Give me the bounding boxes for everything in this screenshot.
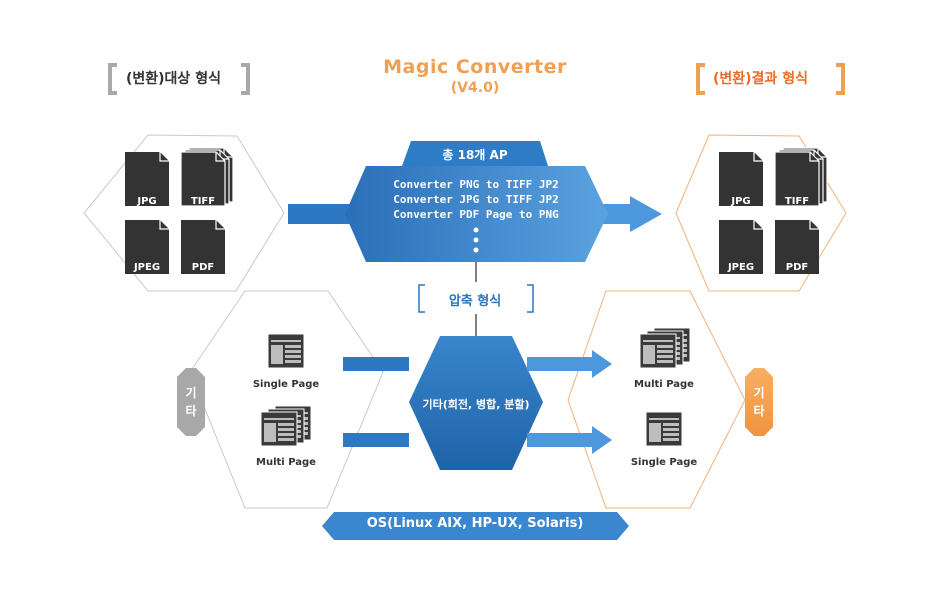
file-label: JPG — [137, 196, 157, 207]
file-icon — [719, 220, 763, 274]
ap-count-label: 총 18개 AP — [442, 148, 508, 162]
file-sublabel: (Multi) — [193, 207, 213, 214]
file-label: JPEG — [133, 262, 161, 273]
left-arrow-top — [343, 357, 409, 371]
left-other-tab-label: 기타 — [185, 386, 197, 418]
os-label: OS(Linux AIX, HP-UX, Solaris) — [366, 516, 584, 531]
ellipsis-dot — [473, 247, 479, 253]
result-bracket-right — [836, 63, 845, 95]
file-label: PDF — [785, 262, 809, 273]
converter-line-1: Converter PNG to TIFF JP2 — [393, 178, 559, 191]
other-right-hexagon — [567, 290, 746, 509]
file-icon — [181, 220, 225, 274]
right-other-tab-label: 기타 — [753, 386, 765, 418]
page-icons — [260, 327, 691, 447]
app-title: Magic Converter — [383, 56, 567, 78]
multi-page-icon — [639, 327, 691, 369]
source-hexagon — [83, 134, 285, 292]
file-label: TIFF — [190, 196, 216, 207]
source-bracket-left — [108, 63, 117, 95]
input-arrow — [288, 204, 358, 224]
file-label: JPEG — [727, 262, 755, 273]
left-arrow-bottom — [343, 433, 409, 447]
right-arrow-top — [527, 350, 612, 378]
os-bar — [322, 512, 629, 540]
multi-page-icon — [260, 405, 312, 447]
operations-label: 기타(회전, 병합, 분할) — [422, 398, 530, 411]
page-label-left-multi: Multi Page — [256, 457, 316, 468]
compress-bracket-right — [527, 284, 534, 313]
file-label: PDF — [191, 262, 215, 273]
other-left-hexagon — [189, 290, 384, 509]
source-header: (변환)대상 형식 — [126, 71, 221, 87]
compress-bracket-left — [418, 284, 425, 313]
right-other-tab — [745, 368, 773, 436]
single-page-icon — [267, 333, 305, 369]
file-label: JPG — [731, 196, 751, 207]
file-icon — [125, 220, 169, 274]
source-bracket-right — [241, 63, 250, 95]
page-label-right-single: Single Page — [630, 457, 698, 468]
right-arrow-bottom — [527, 426, 612, 454]
app-version: (V4.0) — [450, 80, 500, 96]
page-label-left-single: Single Page — [252, 379, 320, 390]
compress-label: 압축 형식 — [448, 294, 502, 309]
multi-file-icon — [774, 147, 828, 207]
file-sublabel: (Multi) — [787, 207, 807, 214]
left-other-tab — [177, 368, 205, 436]
converter-line-2: Converter JPG to TIFF JP2 — [393, 193, 559, 206]
ellipsis-dot — [473, 237, 479, 243]
file-icons — [125, 147, 828, 274]
multi-file-icon — [180, 147, 234, 207]
converter-hexagon — [345, 166, 608, 262]
result-bracket-left — [696, 63, 705, 95]
single-page-icon — [645, 411, 683, 447]
result-header: (변환)결과 형식 — [713, 71, 808, 87]
converter-line-3: Converter PDF Page to PNG — [393, 208, 559, 221]
ellipsis-dot — [473, 227, 479, 233]
file-icon — [719, 152, 763, 206]
file-label: TIFF — [784, 196, 810, 207]
file-icon — [125, 152, 169, 206]
file-icon — [775, 220, 819, 274]
ap-count-tab — [402, 141, 548, 166]
page-label-right-multi: Multi Page — [634, 379, 694, 390]
result-hexagon — [675, 134, 847, 292]
operations-hexagon — [409, 336, 543, 470]
output-arrow — [595, 196, 662, 232]
